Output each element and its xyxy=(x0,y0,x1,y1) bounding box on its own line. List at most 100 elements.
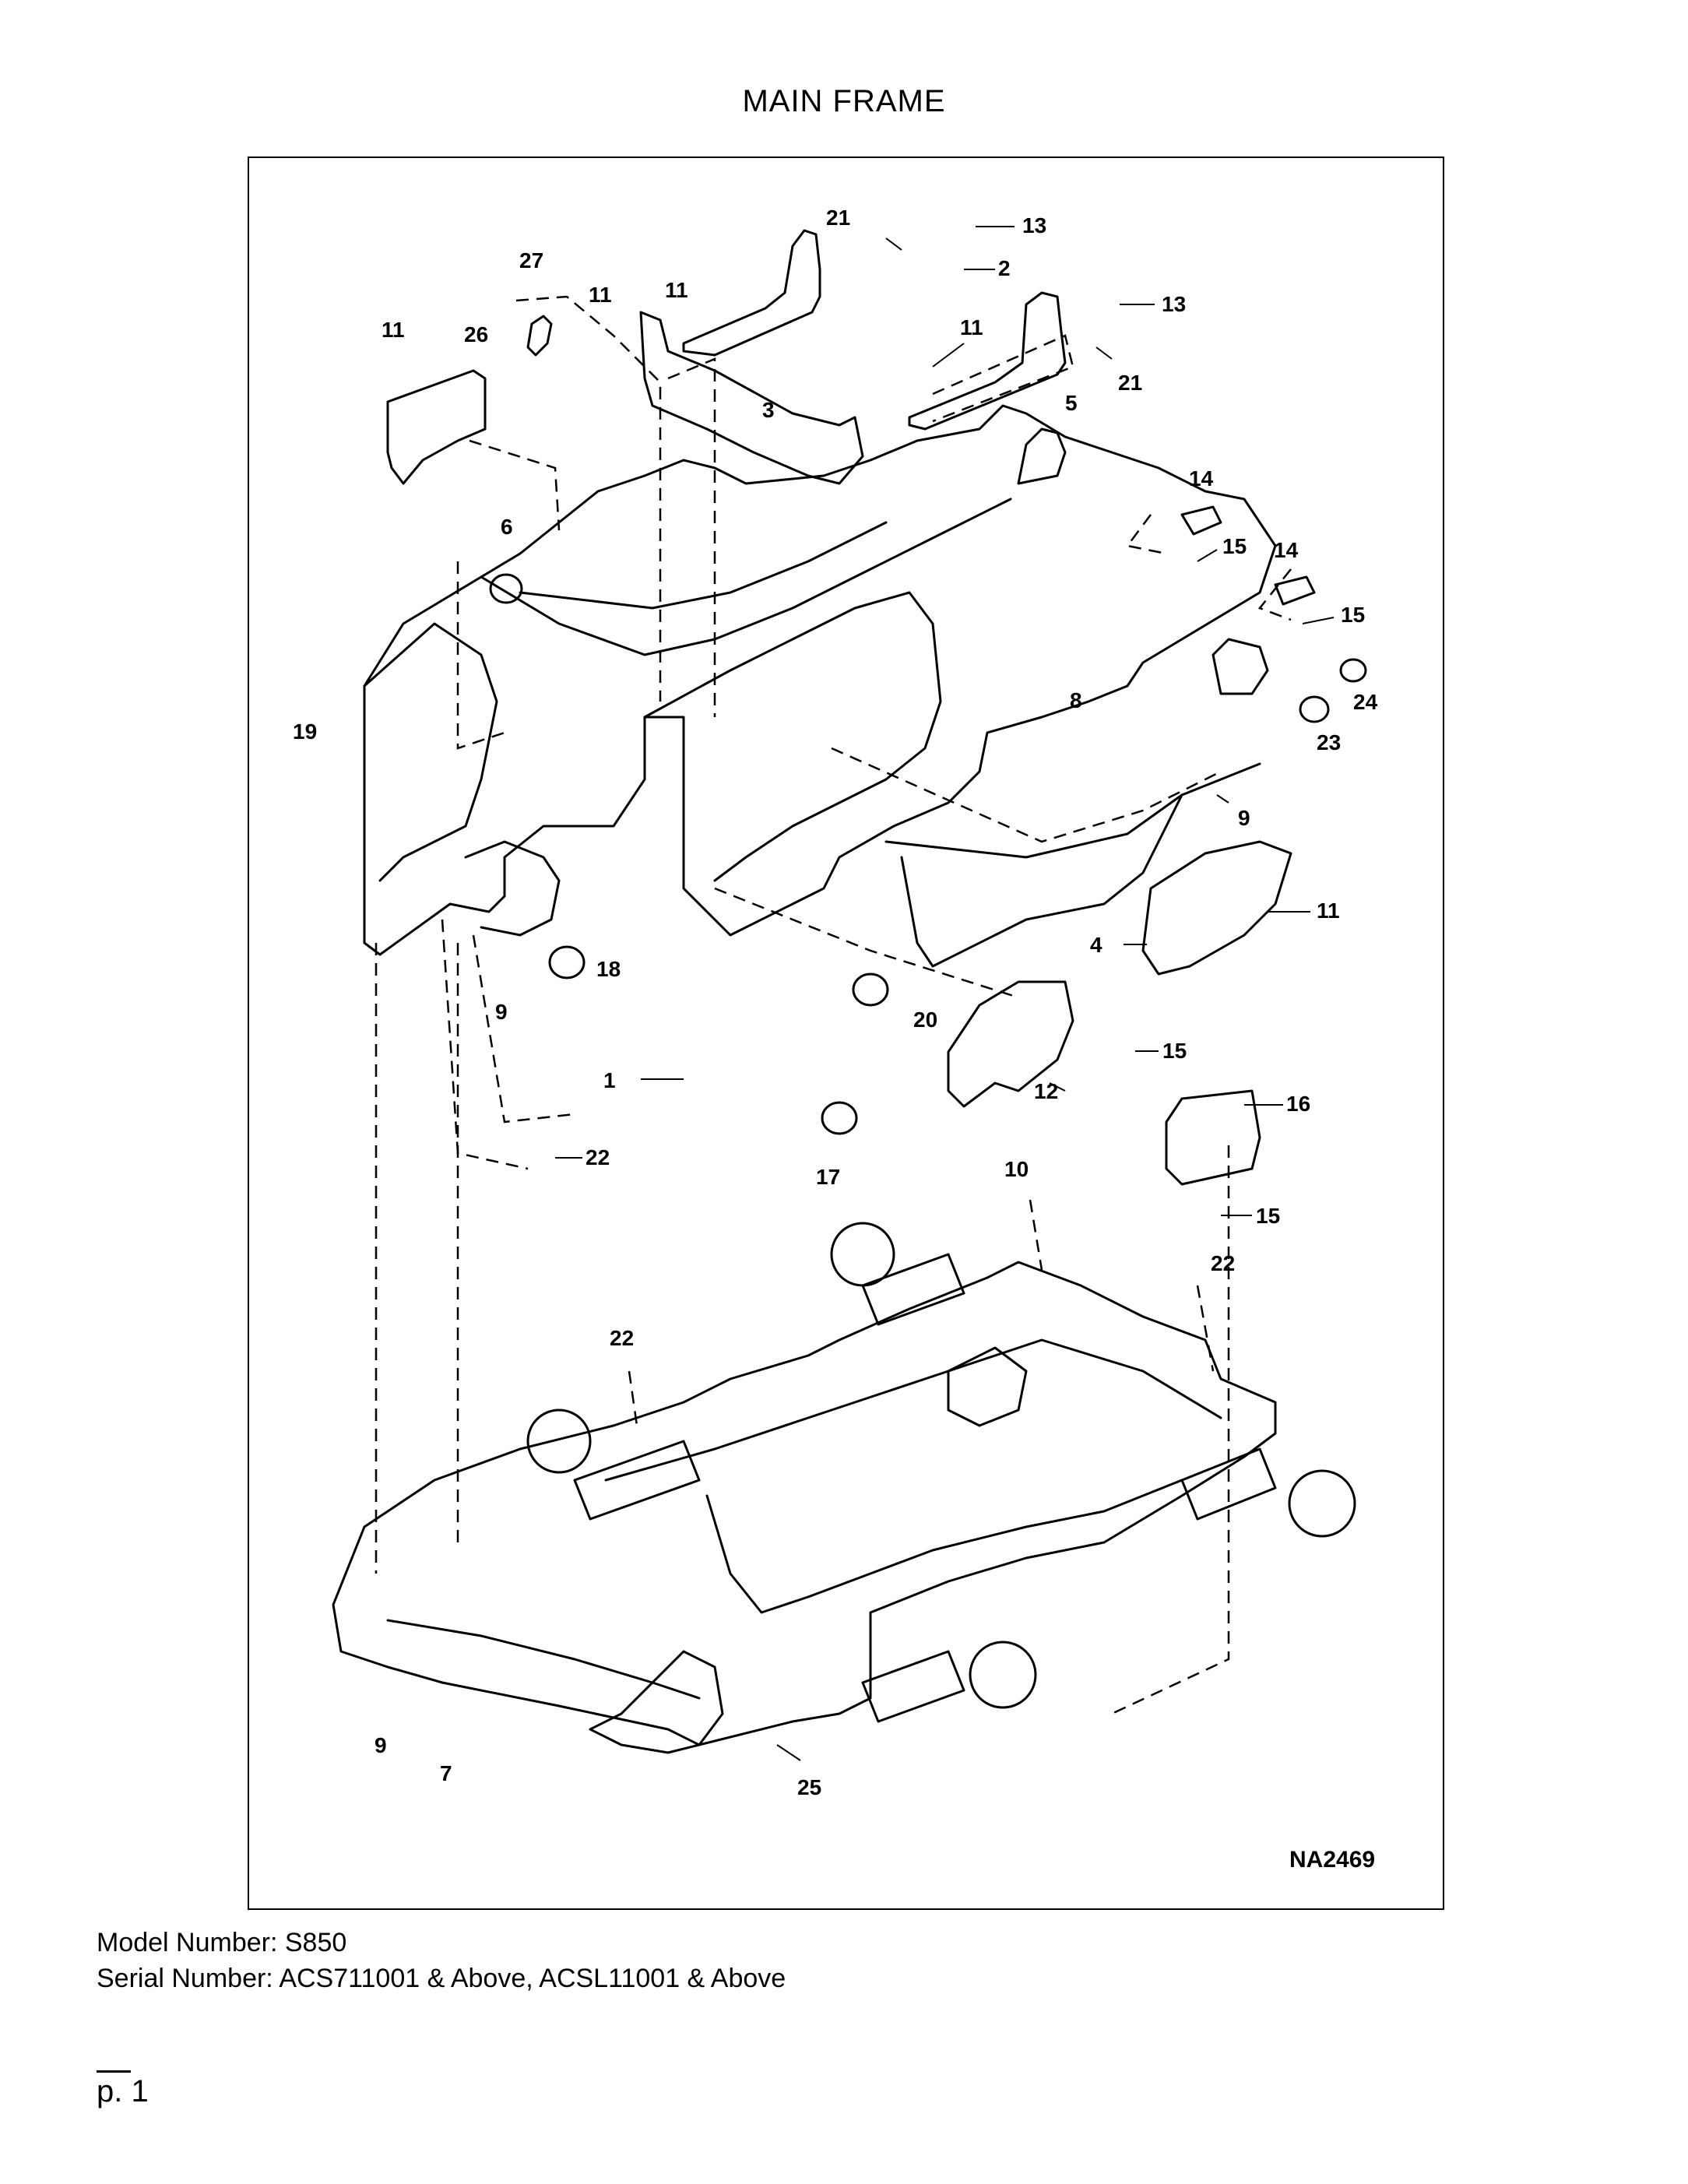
dashed-guide-18-9 xyxy=(441,919,529,1170)
callout-9-mid: 9 xyxy=(495,1000,508,1024)
exploded-parts-diagram: 21 13 2 27 11 11 11 26 13 11 21 5 3 14 1… xyxy=(293,206,1378,1873)
leader-21-right xyxy=(1095,346,1113,360)
callout-16: 16 xyxy=(1286,1092,1310,1116)
leader-9-right xyxy=(1216,794,1229,804)
leader-21-top xyxy=(885,237,902,251)
dashed-guide-right-vertical xyxy=(1111,1145,1230,1715)
page-number: p. 1 xyxy=(97,2074,149,2108)
cover-plate-26 xyxy=(386,369,487,485)
callout-11-b: 11 xyxy=(665,278,688,302)
upper-frame-bracket-right xyxy=(1211,638,1269,695)
hub-front-right xyxy=(830,1222,895,1287)
callout-11-d: 11 xyxy=(960,315,983,339)
hub-rear-right xyxy=(1288,1469,1356,1538)
callout-27: 27 xyxy=(519,248,543,273)
callout-18: 18 xyxy=(596,957,621,981)
hub-front-left xyxy=(526,1409,592,1474)
callout-9-right: 9 xyxy=(1238,806,1250,830)
dashed-guide-9 xyxy=(472,934,575,1124)
callout-14-b: 14 xyxy=(1274,538,1299,562)
dashed-guide-14 xyxy=(1125,514,1167,555)
upper-frame-tower-right xyxy=(643,591,942,882)
callout-20: 20 xyxy=(913,1008,937,1032)
callout-5: 5 xyxy=(1065,391,1078,415)
bushing-6 xyxy=(489,573,523,604)
callout-11-right: 11 xyxy=(1317,899,1340,923)
grille-4 xyxy=(1141,840,1292,976)
callout-12: 12 xyxy=(1034,1079,1058,1103)
callout-8: 8 xyxy=(1070,688,1082,712)
callout-22-low: 22 xyxy=(610,1326,634,1350)
callout-22-right: 22 xyxy=(1211,1251,1235,1275)
upper-frame-deck xyxy=(480,498,1012,656)
dashed-guide-5 xyxy=(932,334,1074,423)
hub-rear-left xyxy=(969,1641,1037,1709)
skid-plate-25 xyxy=(589,1650,724,1754)
callout-17: 17 xyxy=(816,1165,840,1189)
callout-19: 19 xyxy=(293,719,317,744)
callout-13-top: 13 xyxy=(1022,213,1046,237)
callout-3: 3 xyxy=(762,398,775,422)
lower-chassis-outline xyxy=(332,1261,1277,1746)
leader-25 xyxy=(776,1744,801,1761)
dashed-guide-6 xyxy=(456,561,505,750)
dashed-guide-20 xyxy=(714,887,1019,999)
callout-15-a: 15 xyxy=(1222,534,1247,558)
dashed-guide-10 xyxy=(1029,1199,1043,1271)
side-panel-left xyxy=(682,229,821,357)
strip-14-upper xyxy=(1180,505,1222,536)
upper-frame-crossbar xyxy=(884,762,1261,859)
leader-12 xyxy=(1049,1082,1066,1092)
callout-11-a: 11 xyxy=(589,283,612,307)
leader-15-a xyxy=(1197,549,1218,562)
callout-2: 2 xyxy=(998,256,1011,280)
axle-tube-front-left xyxy=(573,1440,701,1521)
top-center-panel xyxy=(639,311,864,485)
callout-7: 7 xyxy=(440,1761,452,1785)
access-cover-16 xyxy=(1165,1089,1261,1186)
upper-frame-lower-plate xyxy=(464,840,561,937)
lower-chassis-box xyxy=(947,1346,1028,1427)
cover-panel-12 xyxy=(947,980,1074,1108)
callout-26: 26 xyxy=(464,322,488,346)
axle-tube-rear-left xyxy=(861,1650,965,1723)
callout-4: 4 xyxy=(1090,933,1102,957)
model-number: Model Number: S850 xyxy=(97,1928,347,1957)
dashed-guide-3 xyxy=(667,357,716,717)
dashed-guide-27 xyxy=(515,295,662,702)
bushing-23 xyxy=(1299,695,1330,723)
page-title: MAIN FRAME xyxy=(742,84,946,118)
bracket-27 xyxy=(526,315,553,357)
leader-15-b xyxy=(1302,617,1335,624)
callout-22-mid: 22 xyxy=(586,1145,610,1169)
axle-tube-rear-right xyxy=(1180,1447,1277,1521)
callout-13-right: 13 xyxy=(1162,292,1186,316)
dashed-guide-22b xyxy=(628,1370,638,1426)
lower-chassis-inner-rail xyxy=(604,1338,1222,1482)
callout-10: 10 xyxy=(1004,1157,1029,1181)
bushing-20 xyxy=(852,972,889,1007)
side-panel-right xyxy=(908,291,1067,431)
lower-chassis-deck xyxy=(386,1619,701,1700)
dashed-guide-14b xyxy=(1257,568,1292,621)
callout-6: 6 xyxy=(501,515,513,539)
upper-frame-outline xyxy=(363,404,1277,956)
callout-14-a: 14 xyxy=(1189,466,1214,491)
callout-1: 1 xyxy=(603,1068,616,1092)
callout-21-right: 21 xyxy=(1118,371,1142,395)
callout-11-c: 11 xyxy=(382,318,405,342)
upper-frame-right-wall xyxy=(900,793,1183,968)
bushing-18 xyxy=(548,945,586,979)
dashed-guide-22a xyxy=(1196,1285,1215,1372)
strip-14-lower xyxy=(1274,575,1316,606)
callout-25: 25 xyxy=(797,1775,821,1799)
upper-frame-rail xyxy=(519,521,888,610)
callout-23: 23 xyxy=(1317,730,1341,754)
callout-15-low: 15 xyxy=(1256,1204,1280,1228)
axle-tube-front-right xyxy=(861,1253,965,1326)
diagram-frame xyxy=(248,157,1444,1910)
callout-24: 24 xyxy=(1353,690,1378,714)
drawing-id: NA2469 xyxy=(1289,1847,1375,1873)
dashed-guide-26 xyxy=(469,439,561,531)
leader-11-mid xyxy=(932,343,965,368)
